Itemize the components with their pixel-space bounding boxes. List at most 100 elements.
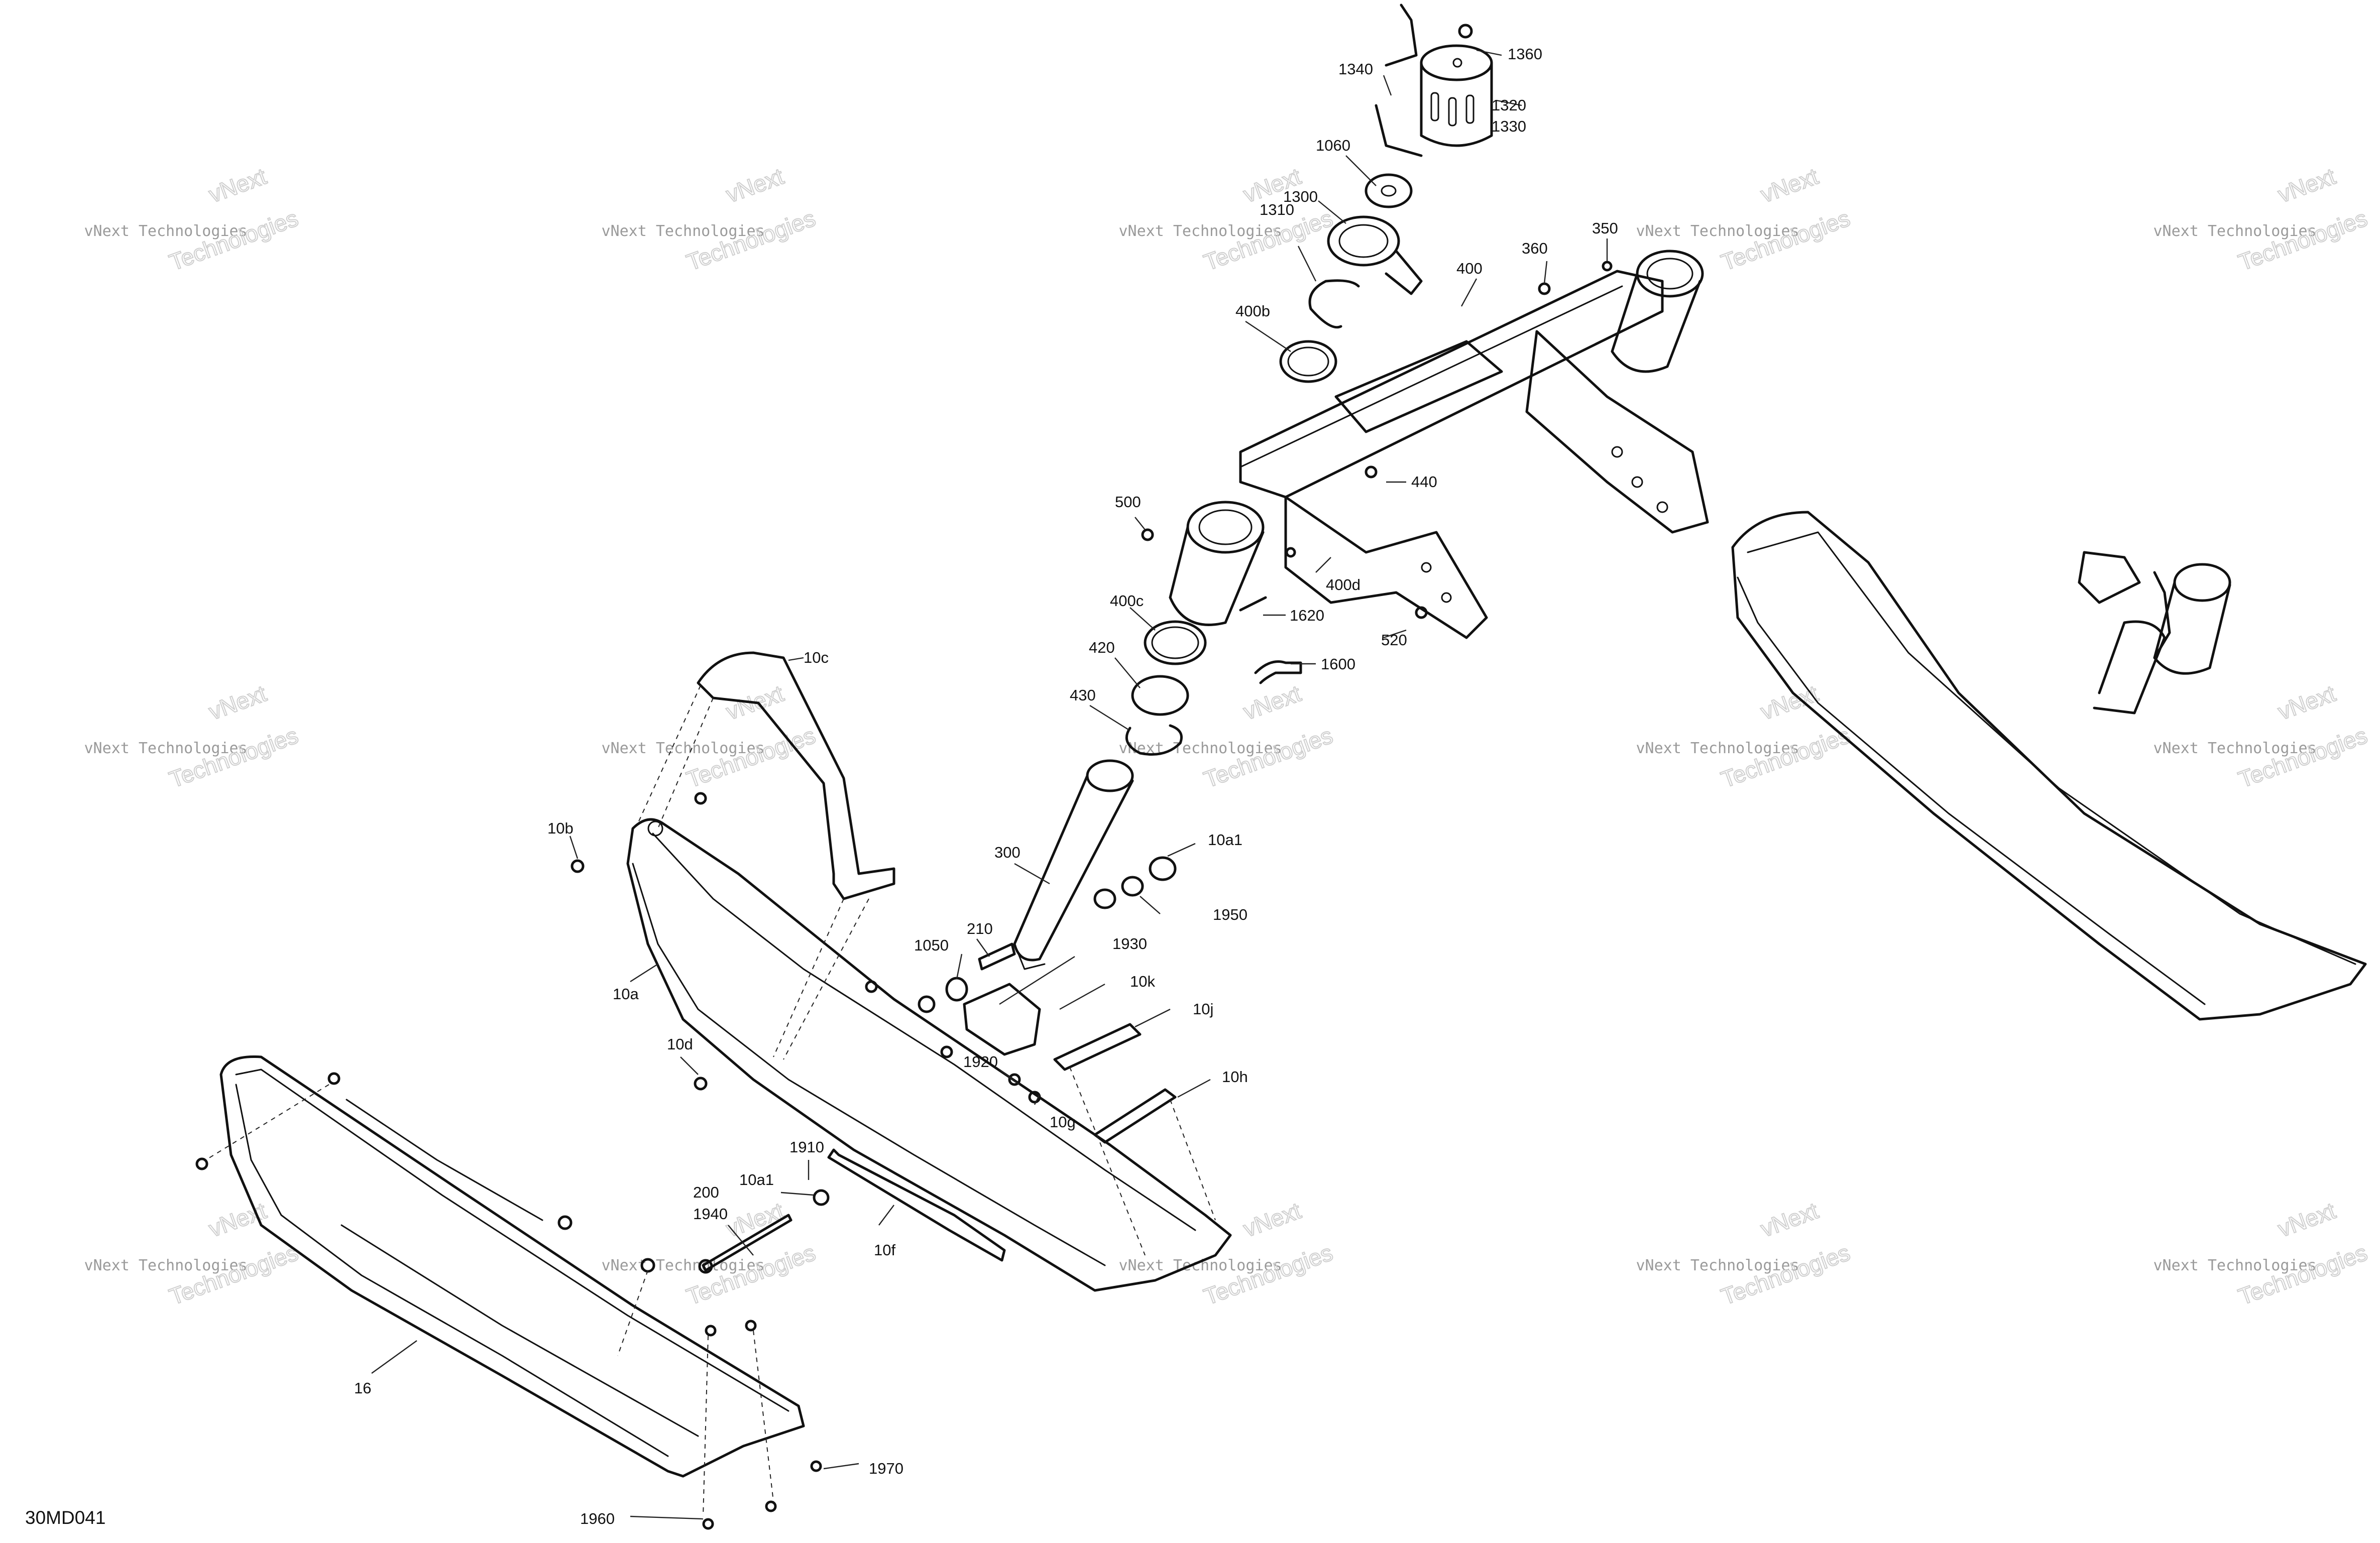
watermark: vNext vNext Technologies Technologies [1118, 1197, 1336, 1310]
watermark-line1: vNext Technologies [601, 222, 764, 240]
diagram-code: 30MD041 [25, 1507, 105, 1528]
callout-520: 520 [1381, 631, 1407, 649]
assembled-ski [1731, 511, 2367, 1021]
watermark-line1: vNext Technologies [2153, 1257, 2316, 1274]
callout-1310: 1310 [1260, 201, 1294, 218]
watermarks: vNext vNext Technologies Technologies vN… [84, 162, 2371, 1310]
watermark-line1: vNext Technologies [1636, 1257, 1799, 1274]
watermark-line3: Technologies [1718, 205, 1853, 276]
callout-1920: 1920 [963, 1053, 998, 1071]
watermark-line1: vNext Technologies [2153, 222, 2316, 240]
callout-leaders [371, 49, 1608, 1520]
watermark-line3: Technologies [1718, 722, 1853, 793]
watermark: vNext vNext Technologies Technologies [1118, 679, 1336, 793]
callout-1950: 1950 [1213, 906, 1248, 923]
bushing-1050 [918, 977, 968, 1013]
watermark-line3: Technologies [1718, 1239, 1853, 1310]
callout-360: 360 [1522, 240, 1548, 257]
watermark: vNext vNext Technologies Technologies [2153, 679, 2371, 793]
callout-1330: 1330 [1492, 117, 1526, 135]
callout-400c: 400c [1110, 592, 1144, 610]
ski-skin-16 [219, 1055, 805, 1478]
runner-10f [827, 1148, 1006, 1262]
watermark-line3: Technologies [1200, 722, 1336, 793]
watermark-line2: vNext [1240, 1197, 1304, 1242]
callout-500: 500 [1115, 493, 1141, 511]
callout-420: 420 [1089, 639, 1115, 656]
snap-ring-430 [1125, 724, 1183, 756]
steering-column-top [1611, 250, 1704, 373]
washer-1060 [1365, 173, 1413, 208]
clip-1600 [1254, 660, 1302, 684]
watermark-line1: vNext Technologies [1636, 222, 1799, 240]
spring-1620 [1239, 596, 1267, 612]
callout-1340: 1340 [1338, 60, 1373, 78]
callout-10j: 10j [1193, 1000, 1213, 1018]
watermark: vNext vNext Technologies Technologies [1636, 1197, 1854, 1310]
watermark-line1: vNext Technologies [84, 222, 247, 240]
callout-1300: 1300 [1283, 188, 1318, 205]
bumper-1930 [963, 983, 1041, 1056]
watermark-line2: vNext [205, 163, 270, 207]
watermark-line3: Technologies [166, 1239, 301, 1310]
callout-1050: 1050 [914, 936, 949, 954]
callout-400d: 400d [1326, 576, 1361, 594]
watermark-line2: vNext [2275, 680, 2339, 725]
ski-10a [626, 818, 1232, 1292]
bushing-10a1 [1093, 856, 1177, 909]
callout-350: 350 [1592, 219, 1618, 237]
assembly-lines [205, 685, 1216, 1517]
callout-300: 300 [994, 844, 1021, 861]
callout-1930: 1930 [1112, 935, 1147, 953]
callout-10g: 10g [1050, 1113, 1076, 1131]
ski-handle-10c [697, 651, 895, 900]
watermark-line1: vNext Technologies [84, 740, 247, 757]
watermark: vNext vNext Technologies Technologies [1636, 679, 1854, 793]
callout-1970: 1970 [869, 1460, 903, 1477]
watermark-line2: vNext [723, 163, 787, 207]
watermark-line3: Technologies [2235, 1239, 2370, 1310]
watermark-line1: vNext Technologies [2153, 740, 2316, 757]
watermark-line3: Technologies [166, 205, 301, 276]
watermark: vNext vNext Technologies Technologies [84, 1197, 302, 1310]
ring-420 [1131, 675, 1189, 716]
callout-400b: 400b [1235, 302, 1270, 320]
callout-1600: 1600 [1321, 655, 1355, 673]
callout-10c: 10c [804, 649, 829, 666]
watermark: vNext vNext Technologies Technologies [84, 679, 302, 793]
watermark: vNext vNext Technologies Technologies [601, 162, 819, 276]
spindle-300 [1013, 759, 1134, 970]
watermark-line2: vNext [2275, 1197, 2339, 1242]
watermark-line3: Technologies [683, 722, 819, 793]
circlip-1310 [1308, 279, 1360, 329]
callout-10a1-top: 10a1 [1208, 831, 1242, 849]
clamp-ring-1300 [1327, 215, 1423, 295]
callout-200: 200 [693, 1183, 719, 1201]
bolt-200-1940 [698, 1189, 830, 1274]
callout-440: 440 [1411, 473, 1437, 491]
watermark-line1: vNext Technologies [1118, 222, 1282, 240]
watermark-line1: vNext Technologies [84, 1257, 247, 1274]
watermark-line2: vNext [2275, 163, 2339, 207]
callout-10d: 10d [667, 1035, 693, 1053]
plate-10j [1053, 1023, 1142, 1071]
watermark: vNext vNext Technologies Technologies [2153, 162, 2371, 276]
watermark-line3: Technologies [683, 1239, 819, 1310]
watermark: vNext vNext Technologies Technologies [1118, 162, 1336, 276]
callout-10f: 10f [874, 1241, 895, 1259]
callout-10a1-bottom: 10a1 [739, 1171, 774, 1189]
callout-1910: 1910 [789, 1138, 824, 1156]
pin-210 [978, 942, 1016, 971]
callout-10k: 10k [1130, 973, 1155, 990]
plate-10h [1093, 1088, 1177, 1144]
spindle-housing [1169, 501, 1265, 626]
callout-400: 400 [1456, 260, 1483, 277]
callout-1320: 1320 [1492, 96, 1526, 114]
callout-10a: 10a [613, 985, 639, 1003]
watermark-line2: vNext [205, 680, 270, 725]
watermark-line2: vNext [1240, 680, 1304, 725]
watermark-line2: vNext [1757, 1197, 1822, 1242]
watermark: vNext vNext Technologies Technologies [84, 162, 302, 276]
callout-16: 16 [354, 1379, 371, 1397]
